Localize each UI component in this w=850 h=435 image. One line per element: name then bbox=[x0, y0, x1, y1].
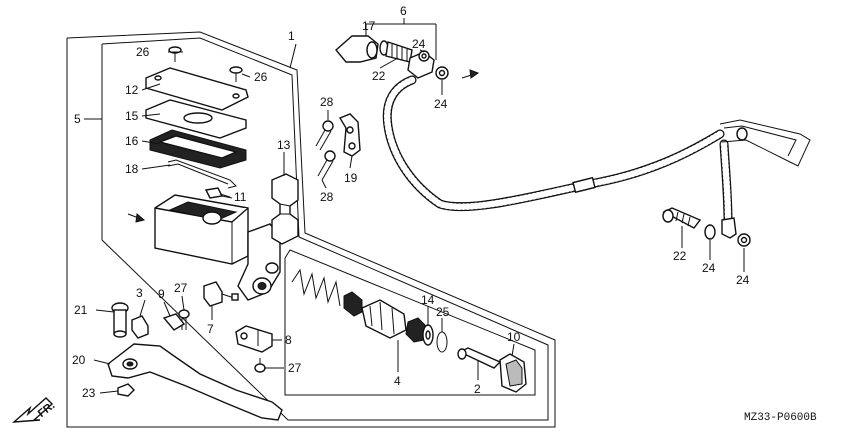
callout-22-a: 22 bbox=[372, 69, 386, 83]
washer-24-b bbox=[418, 50, 430, 62]
master-cylinder-body bbox=[154, 194, 281, 301]
callout-24-d: 24 bbox=[736, 273, 750, 287]
piston bbox=[361, 299, 407, 339]
callout-19: 19 bbox=[344, 171, 358, 185]
washer-24-d bbox=[704, 224, 716, 240]
brake-lever-20 bbox=[107, 343, 283, 421]
bolt-28-b bbox=[317, 150, 336, 181]
hose-bracket bbox=[719, 119, 811, 167]
flow-arrow-1 bbox=[127, 213, 146, 223]
group-frame-5 bbox=[66, 31, 556, 428]
push-rod-2 bbox=[457, 347, 502, 369]
callout-14: 14 bbox=[421, 293, 435, 307]
diaphragm-16 bbox=[149, 129, 247, 169]
callout-3: 3 bbox=[136, 286, 143, 300]
screw-26-a bbox=[168, 46, 182, 62]
diaphragm-plate-15 bbox=[145, 99, 247, 139]
screw-27-a bbox=[178, 309, 190, 330]
callout-11: 11 bbox=[234, 190, 247, 204]
bolt-28-a bbox=[315, 120, 334, 151]
callout-8: 8 bbox=[285, 333, 292, 347]
lower-banjo-fitting bbox=[721, 217, 751, 247]
pivot-collar-9 bbox=[162, 313, 186, 331]
callout-12: 12 bbox=[125, 83, 139, 97]
banjo-bolt-22-b bbox=[662, 207, 702, 229]
callout-17: 17 bbox=[362, 19, 376, 33]
holder-clamp-13 bbox=[271, 173, 299, 245]
callout-15: 15 bbox=[125, 109, 139, 123]
callout-23: 23 bbox=[82, 386, 96, 400]
callout-10: 10 bbox=[507, 330, 521, 344]
callout-28-b: 28 bbox=[320, 190, 334, 204]
brake-switch-7 bbox=[203, 281, 239, 307]
callout-5: 5 bbox=[74, 112, 81, 126]
callout-28-a: 28 bbox=[320, 95, 334, 109]
clip-11 bbox=[204, 187, 233, 199]
callout-25: 25 bbox=[436, 305, 450, 319]
bushing-3 bbox=[131, 315, 149, 339]
reservoir-cap-12 bbox=[145, 67, 249, 111]
callout-22-b: 22 bbox=[673, 249, 687, 263]
washer-14 bbox=[422, 324, 434, 346]
pivot-bolt-21 bbox=[111, 302, 129, 338]
group-frame-1 bbox=[101, 37, 549, 421]
direction-label: FR. bbox=[36, 400, 57, 420]
primary-cup bbox=[343, 291, 363, 317]
callout-26-a: 26 bbox=[136, 45, 150, 59]
callout-13: 13 bbox=[277, 138, 291, 152]
callout-26-b: 26 bbox=[254, 70, 268, 84]
boot-10 bbox=[499, 353, 527, 393]
clamp-19 bbox=[338, 113, 361, 157]
hose-lower bbox=[719, 139, 733, 227]
hose-end-fitting-17 bbox=[335, 35, 379, 63]
switch-bracket-8 bbox=[235, 325, 273, 353]
callout-6: 6 bbox=[400, 4, 407, 18]
group-frame-4 bbox=[284, 249, 536, 396]
float-18 bbox=[167, 159, 237, 189]
flow-arrow-2 bbox=[461, 69, 480, 79]
callout-9: 9 bbox=[158, 287, 165, 301]
nut-23 bbox=[117, 383, 135, 397]
callout-21: 21 bbox=[74, 303, 88, 317]
callout-27-a: 27 bbox=[174, 281, 188, 295]
callout-2: 2 bbox=[474, 382, 481, 396]
callout-1: 1 bbox=[288, 29, 295, 43]
callout-4: 4 bbox=[394, 374, 401, 388]
callout-24-b: 24 bbox=[434, 97, 448, 111]
diagram-code: MZ33-P0600B bbox=[744, 412, 817, 424]
spring-4 bbox=[291, 268, 341, 307]
front-direction-arrow: FR. bbox=[11, 397, 57, 423]
hose-upper bbox=[382, 75, 725, 212]
callout-labels: 1 2 3 4 5 6 7 8 9 10 11 12 13 14 15 16 1… bbox=[72, 4, 750, 400]
callout-24-c: 24 bbox=[702, 261, 716, 275]
hose-sleeve bbox=[572, 176, 596, 194]
callout-27-b: 27 bbox=[288, 361, 302, 375]
callout-16: 16 bbox=[125, 134, 139, 148]
callout-20: 20 bbox=[72, 353, 86, 367]
leader-lines bbox=[84, 18, 745, 394]
callout-7: 7 bbox=[207, 322, 214, 336]
callout-24-a: 24 bbox=[412, 37, 426, 51]
screw-27-b bbox=[254, 358, 266, 373]
screw-26-b bbox=[229, 66, 243, 82]
banjo-bolt-22-a bbox=[385, 41, 413, 63]
callout-18: 18 bbox=[125, 162, 139, 176]
washer-24-c bbox=[435, 66, 449, 80]
circlip-25 bbox=[436, 331, 448, 353]
